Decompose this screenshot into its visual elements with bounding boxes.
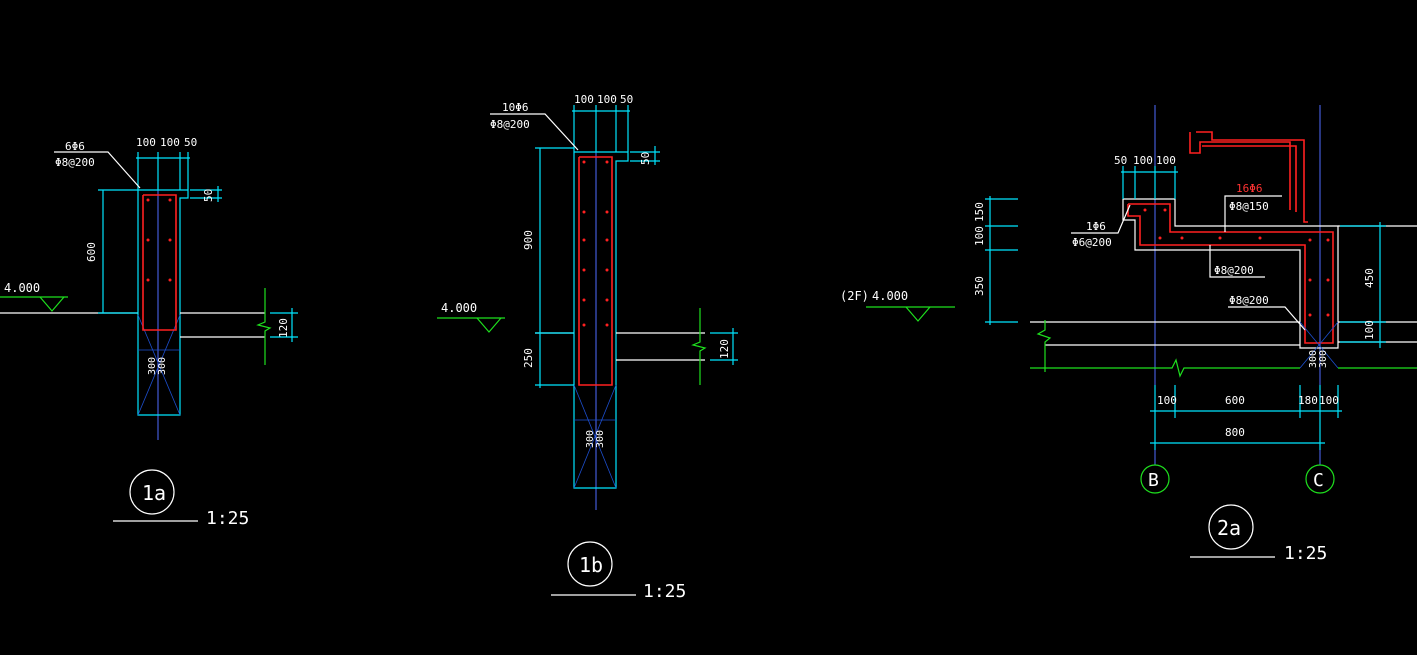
top-dim-1: 50	[1114, 154, 1127, 167]
rebar-a-leader	[1071, 204, 1131, 234]
detail-2a: (2F) 4.000 150 100 350 450 100 50 100 10…	[840, 105, 1417, 564]
wall-dim-1: 300	[585, 430, 596, 448]
wall-dim-2: 300	[1318, 350, 1329, 368]
axis-bubble-b	[1140, 464, 1170, 494]
wall-hatch	[573, 384, 617, 489]
rebar-cage	[142, 194, 177, 331]
rebar-stirrup: Φ8@200	[55, 156, 95, 169]
rebar-a-main: 1Φ6	[1086, 220, 1106, 233]
bottom-dim-1: 100	[1157, 394, 1177, 407]
top-dim-3: 50	[184, 136, 197, 149]
break-line	[691, 308, 707, 385]
bottom-dim-4: 100	[1319, 394, 1339, 407]
top-dim-1: 100	[136, 136, 156, 149]
detail-tag-circle	[567, 541, 613, 587]
rebar-cage	[578, 156, 613, 386]
detail-scale: 1:25	[1284, 543, 1327, 564]
level-prefix: (2F)	[840, 289, 869, 303]
detail-tag: 1a	[142, 481, 166, 505]
bottom-dim-3: 180	[1298, 394, 1318, 407]
rebar-upper-1	[1189, 132, 1291, 210]
wall-hatch	[1299, 321, 1339, 369]
height-dim: 600	[85, 242, 98, 262]
rebar-main: 10Φ6	[502, 101, 529, 114]
wall-dim-1: 300	[1308, 350, 1319, 368]
height-dim: 900	[522, 230, 535, 250]
level-text: 4.000	[4, 281, 40, 295]
rebar-leader	[490, 113, 579, 151]
rebar-upper-2	[1196, 131, 1308, 223]
wall-dim-2: 300	[595, 430, 606, 448]
rebar-c-leader	[1209, 245, 1265, 278]
wall-dim-2: 300	[157, 357, 168, 375]
rebar-upper-3	[1202, 145, 1297, 212]
lower-dim: 250	[522, 348, 535, 368]
wall-outline	[137, 189, 189, 416]
lip-dim: 50	[202, 189, 215, 202]
axis-label-c: C	[1313, 470, 1324, 491]
right-dim-1: 450	[1363, 268, 1376, 288]
level-triangle	[476, 317, 502, 333]
slab-dim: 120	[718, 339, 731, 359]
bottom-dim-2: 600	[1225, 394, 1245, 407]
rebar-stirrup: Φ8@200	[490, 118, 530, 131]
rebar-a-stirrup: Φ6@200	[1072, 236, 1112, 249]
detail-tag: 1b	[579, 553, 603, 577]
detail-tag: 2a	[1217, 516, 1241, 540]
rebar-d-leader	[1228, 306, 1306, 331]
top-dim-3: 100	[1156, 154, 1176, 167]
beam-outline	[1122, 198, 1339, 349]
detail-1b: 4.000 900 250 100 100 50 50 120 300 300 …	[437, 93, 738, 602]
rebar-main: 6Φ6	[65, 140, 85, 153]
wall-dim-1: 300	[147, 357, 158, 375]
lip-dim: 50	[639, 152, 652, 165]
rebar-red: 16Φ6	[1236, 182, 1263, 195]
detail-1a: 4.000 600 100 100 50 50 120 300 300 6Φ6 …	[0, 136, 298, 529]
axis-label-b: B	[1148, 470, 1159, 491]
total-dim: 800	[1225, 426, 1245, 439]
left-dim-1: 150	[973, 202, 986, 222]
level-text: 4.000	[441, 301, 477, 315]
detail-tag-circle	[1208, 504, 1254, 550]
left-dim-3: 350	[973, 276, 986, 296]
rebar-d: Φ8@200	[1229, 294, 1269, 307]
rebar-b: Φ8@150	[1229, 200, 1269, 213]
top-dim-1: 100	[574, 93, 594, 106]
top-dim-2: 100	[597, 93, 617, 106]
level-triangle	[39, 296, 65, 312]
top-dim-2: 100	[160, 136, 180, 149]
detail-tag-circle	[129, 469, 175, 515]
rebar-b-leader	[1224, 195, 1282, 232]
detail-scale: 1:25	[643, 581, 686, 602]
rebar-c: Φ8@200	[1214, 264, 1254, 277]
left-dim-2: 100	[973, 226, 986, 246]
right-dim-2: 100	[1363, 320, 1376, 340]
rebar-beam	[1127, 203, 1334, 344]
top-dim-2: 100	[1133, 154, 1153, 167]
rebar-leader	[54, 151, 141, 189]
level-triangle	[905, 306, 931, 322]
ground-line	[1030, 358, 1300, 378]
axis-bubble-c	[1305, 464, 1335, 494]
level-text: 4.000	[872, 289, 908, 303]
detail-scale: 1:25	[206, 508, 249, 529]
break-line	[1036, 320, 1052, 372]
break-line	[256, 288, 272, 365]
top-dim-3: 50	[620, 93, 633, 106]
wall-hatch	[137, 314, 181, 416]
slab-dim: 120	[277, 318, 290, 338]
